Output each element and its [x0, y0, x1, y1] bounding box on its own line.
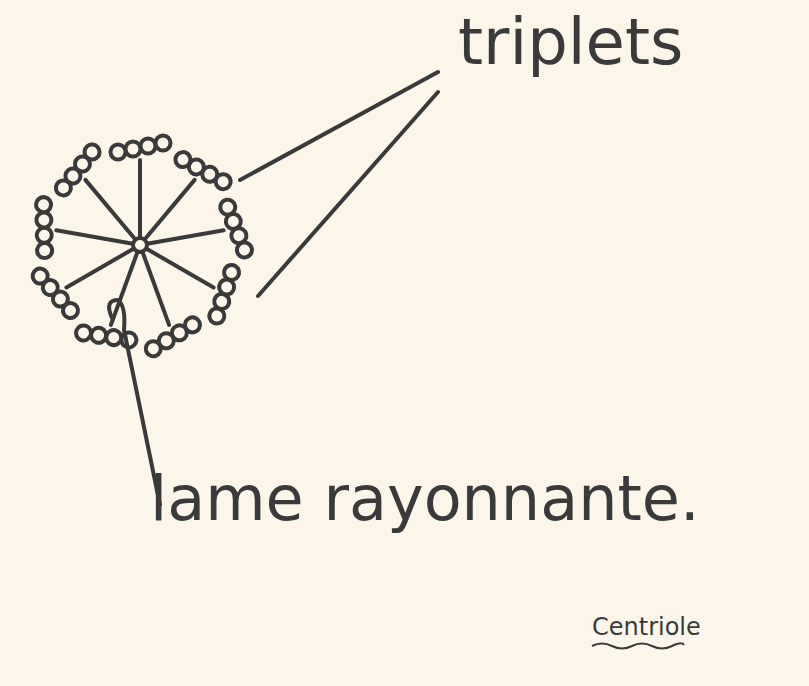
- centriole-drawing: [27, 136, 253, 359]
- part-label: triplets: [458, 10, 683, 74]
- underline: [592, 643, 684, 648]
- part-label: lame rayonnante.: [150, 468, 700, 530]
- leader-lines: [109, 72, 438, 505]
- figure-caption: Centriole: [592, 615, 701, 639]
